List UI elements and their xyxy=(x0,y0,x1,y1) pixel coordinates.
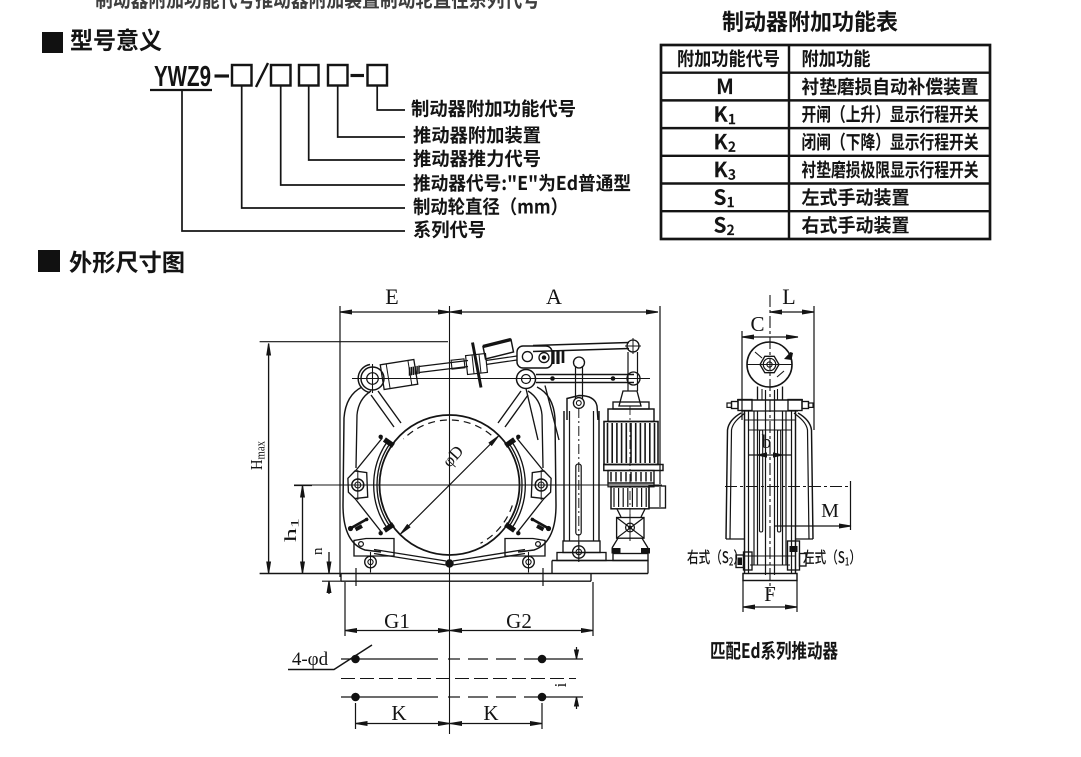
svg-text:F: F xyxy=(764,582,776,606)
svg-text:n: n xyxy=(310,547,326,555)
svg-text:K: K xyxy=(391,701,406,725)
svg-text:G1: G1 xyxy=(384,609,410,633)
svg-text:4-φd: 4-φd xyxy=(292,649,329,670)
svg-text:A: A xyxy=(546,284,562,309)
svg-text:b: b xyxy=(762,432,772,453)
svg-text:L: L xyxy=(782,284,795,309)
svg-text:C: C xyxy=(750,312,764,336)
svg-text:K: K xyxy=(483,701,498,725)
svg-text:M: M xyxy=(821,500,839,522)
svg-text:E: E xyxy=(385,284,398,309)
svg-text:YWZ9: YWZ9 xyxy=(154,61,211,93)
svg-text:G2: G2 xyxy=(506,609,532,633)
svg-text:i: i xyxy=(551,682,570,687)
